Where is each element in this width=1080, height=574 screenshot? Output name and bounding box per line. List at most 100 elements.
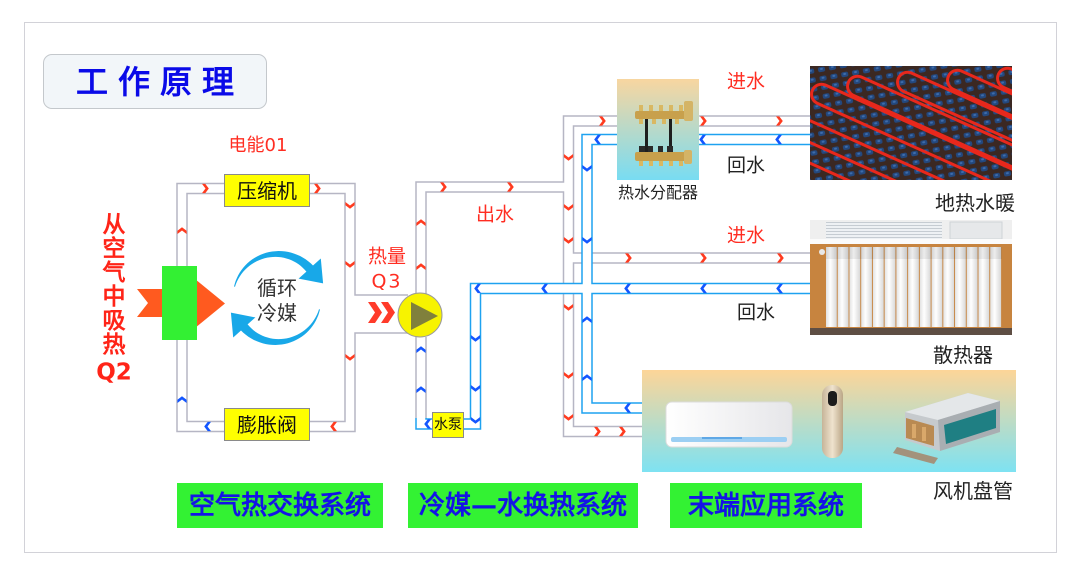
flow-chevron-right-icon <box>599 116 606 126</box>
compressor-label: 压缩机 <box>237 178 297 203</box>
flow-chevron-right-icon <box>202 183 209 194</box>
flow-chevron-left-icon <box>204 421 211 432</box>
flow-chevron-down-icon <box>582 237 592 244</box>
heat-output-label: 热量 <box>367 245 407 268</box>
flow-chevron-right-icon <box>619 426 626 437</box>
flow-chevron-up-icon <box>177 396 187 403</box>
cycle-label-line-1: 循环 <box>257 276 297 300</box>
heat-output-symbol: Q3 <box>371 270 403 293</box>
compressor-box: 压缩机 <box>224 174 310 207</box>
cycle-label-line-2: 冷媒 <box>257 301 297 325</box>
flow-chevron-down-icon <box>563 204 574 211</box>
radiator-return-label: 回水 <box>736 301 776 324</box>
flow-chevron-down-icon <box>563 372 574 379</box>
water-outlet-label: 出水 <box>475 203 515 226</box>
flow-chevron-up-icon <box>177 227 187 234</box>
radiator-image <box>810 220 1012 335</box>
heat-arrow-head-icon <box>195 279 225 328</box>
floor-heating-pipe-loop <box>996 66 1012 93</box>
flow-chevron-right-icon <box>507 182 514 192</box>
radiator-label: 散热器 <box>933 343 993 367</box>
flow-chevron-left-icon <box>424 419 431 429</box>
heat-source-label: 从空气中吸热 <box>102 212 126 358</box>
manifold-image <box>617 79 699 180</box>
flow-chevron-down-icon <box>470 417 481 424</box>
heat-transfer-arrow-icon <box>368 302 395 323</box>
cycle-arrow-bottom-icon <box>230 309 320 345</box>
flow-chevron-down-icon <box>345 261 355 268</box>
floor-heating-pipe-loop <box>946 68 1012 118</box>
system-label-air-heat-exchange: 空气热交换系统 <box>177 483 383 528</box>
heat-arrow-tail-icon <box>137 289 164 317</box>
page-title: 工作原理 <box>75 62 244 101</box>
power-input-label: 电能01 <box>228 135 288 156</box>
flow-chevron-left-icon <box>776 283 783 294</box>
flow-direction-arrows <box>177 116 784 437</box>
title-box: 工作原理 <box>43 54 267 109</box>
flow-chevron-left-icon <box>624 403 631 413</box>
flow-chevron-down-icon <box>345 354 355 361</box>
flow-chevron-up-icon <box>416 219 426 226</box>
manifold-label: 热水分配器 <box>617 183 699 202</box>
flow-chevron-up-icon <box>582 374 592 381</box>
floor-heating-image <box>810 66 1012 180</box>
fan-coil-panel <box>642 370 1016 472</box>
flow-chevron-left-icon <box>624 283 631 294</box>
flow-chevron-right-icon <box>777 253 784 263</box>
flow-chevron-down-icon <box>470 385 481 392</box>
flow-chevron-right-icon <box>594 426 601 437</box>
radiator-supply-label: 进水 <box>726 224 766 247</box>
flow-chevron-left-icon <box>699 134 706 145</box>
system-label-terminal-application: 末端应用系统 <box>670 483 862 528</box>
flow-chevron-down-icon <box>563 154 574 161</box>
flow-chevron-up-icon <box>416 263 426 270</box>
system-label-text: 冷媒—水换热系统 <box>418 490 627 521</box>
flow-chevron-left-icon <box>700 283 707 294</box>
flow-chevron-down-icon <box>563 304 574 311</box>
flow-chevron-right-icon <box>625 253 632 263</box>
system-label-refrigerant-water: 冷媒—水换热系统 <box>408 483 638 528</box>
floor-heating-return-label: 回水 <box>726 154 766 177</box>
flow-chevron-left-icon <box>474 283 481 294</box>
diagram-frame <box>24 22 1057 553</box>
flow-chevron-left-icon <box>594 134 601 145</box>
flow-chevron-up-icon <box>416 346 426 353</box>
flow-chevron-down-icon <box>582 165 592 172</box>
flow-chevron-left-icon <box>330 421 337 432</box>
flow-chevron-right-icon <box>776 116 783 126</box>
heat-source-symbol: Q2 <box>96 359 132 386</box>
flow-chevron-down-icon <box>470 335 481 342</box>
flow-chevron-left-icon <box>541 283 548 294</box>
flow-chevron-right-icon <box>314 183 321 194</box>
floor-heating-pipe-loop <box>896 70 1012 142</box>
fan-coil-label: 风机盘管 <box>933 479 1013 503</box>
floor-heating-label: 地热水暖 <box>935 191 1015 215</box>
floor-heating-pipe-loop <box>810 82 1012 180</box>
floor-heating-pipe-loop <box>846 74 1012 169</box>
heat-absorption-arrow <box>137 279 225 328</box>
expansion-valve-label: 膨胀阀 <box>237 412 297 437</box>
cycle-arrow-top-icon <box>234 251 324 287</box>
evaporator-block <box>162 266 197 340</box>
refrigerant-cycle-arrows <box>230 251 324 345</box>
system-label-text: 末端应用系统 <box>687 490 844 521</box>
flow-chevron-down-icon <box>563 414 574 421</box>
expansion-valve-box: 膨胀阀 <box>224 408 310 441</box>
flow-chevron-down-icon <box>563 237 574 244</box>
circulation-pump-icon <box>397 292 443 338</box>
flow-chevron-right-icon <box>700 253 707 263</box>
flow-chevron-up-icon <box>416 386 426 393</box>
flow-chevron-up-icon <box>582 316 592 323</box>
flow-chevron-right-icon <box>440 182 447 192</box>
water-pump-box: 水泵 <box>432 412 464 438</box>
ducted-fan-coil-image <box>893 393 1000 464</box>
system-label-text: 空气热交换系统 <box>188 490 371 521</box>
tower-air-conditioner-image <box>822 385 843 458</box>
flow-chevron-down-icon <box>345 202 355 209</box>
wall-air-conditioner-image <box>665 401 793 448</box>
flow-chevron-right-icon <box>700 116 707 126</box>
flow-chevron-left-icon <box>775 134 782 145</box>
water-pump-label: 水泵 <box>434 417 462 433</box>
